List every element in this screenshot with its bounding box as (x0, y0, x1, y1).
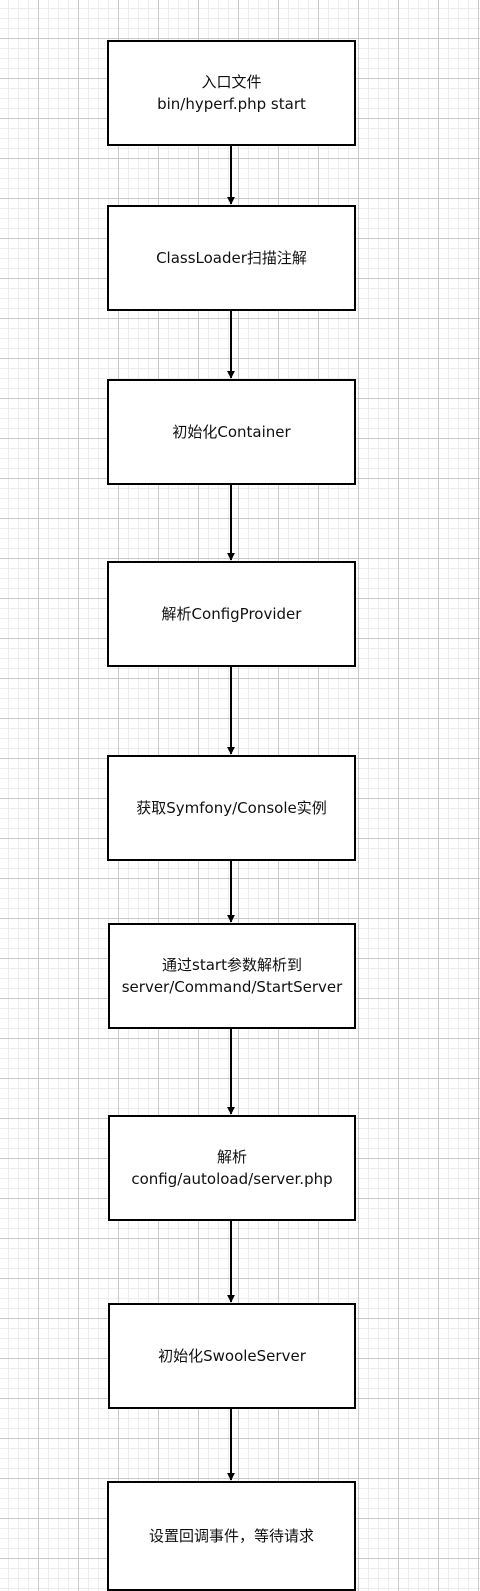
step-parse-server-config-line1: 解析 (216, 1148, 247, 1166)
step-set-callbacks: 设置回调事件，等待请求 (107, 1481, 356, 1591)
step-parse-start-command: 通过start参数解析到 server/Command/StartServer (108, 923, 356, 1029)
step-entry-file-title: 入口文件 (201, 73, 262, 91)
step-init-swooleserver-label: 初始化SwooleServer (158, 1347, 306, 1365)
step-get-console: 获取Symfony/Console实例 (107, 755, 356, 861)
step-entry-file-command: bin/hyperf.php start (157, 95, 306, 113)
step-parse-start-command-line2: server/Command/StartServer (121, 978, 343, 996)
step-init-container: 初始化Container (107, 379, 356, 485)
step-init-container-label: 初始化Container (172, 423, 291, 441)
step-parse-server-config: 解析 config/autoload/server.php (108, 1115, 356, 1221)
step-parse-configprovider: 解析ConfigProvider (107, 561, 356, 667)
step-set-callbacks-label: 设置回调事件，等待请求 (148, 1527, 314, 1545)
step-get-console-label: 获取Symfony/Console实例 (136, 799, 327, 817)
step-parse-start-command-line1: 通过start参数解析到 (162, 956, 302, 974)
step-entry-file: 入口文件 bin/hyperf.php start (107, 40, 356, 146)
step-classloader-scan: ClassLoader扫描注解 (107, 205, 356, 311)
step-classloader-scan-label: ClassLoader扫描注解 (156, 249, 307, 267)
step-parse-server-config-line2: config/autoload/server.php (131, 1170, 333, 1188)
step-parse-configprovider-label: 解析ConfigProvider (161, 605, 302, 623)
step-init-swooleserver: 初始化SwooleServer (108, 1303, 356, 1409)
